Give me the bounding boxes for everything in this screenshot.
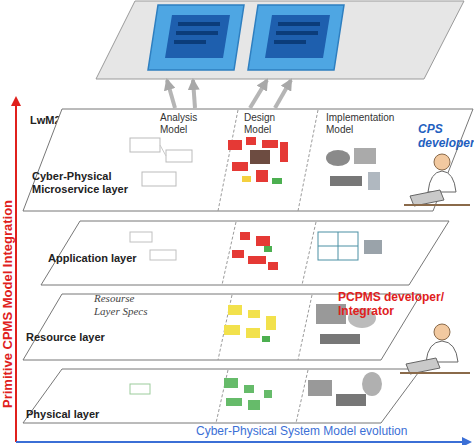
application-models (130, 232, 382, 270)
iot-screens (148, 5, 344, 70)
annotation-text: Implementation Model (326, 112, 406, 136)
integrator-figure (400, 324, 470, 374)
connector-arrow (250, 80, 267, 108)
plane-outline (22, 108, 474, 212)
plane-shape (41, 221, 449, 285)
connector-arrow (167, 80, 175, 108)
microservice-models (130, 137, 380, 190)
physical-models (130, 372, 382, 410)
axes (11, 96, 472, 445)
annotation-text: CPS developer (418, 122, 474, 150)
annotation-text: Resourse Layer Specs (94, 292, 152, 318)
layer-name: Application layer (48, 252, 158, 265)
layer-plane: Application layer (40, 220, 450, 286)
plane-shape (96, 1, 464, 79)
annotation-text: Analysis Model (160, 112, 212, 136)
layer-name: Cyber-Physical Microservice layer (32, 170, 140, 196)
annotation-text: PCPMS developer/ Integrator (338, 290, 472, 318)
plane-shape (23, 369, 421, 423)
cps-developer-figure (404, 154, 470, 206)
layer-name: Physical layer (26, 408, 126, 421)
layer-name: Resource layer (26, 331, 126, 344)
layer-plane: Cyber-Physical Microservice layer (22, 108, 474, 212)
axis-title: Primitive CPMS Model Integration (0, 168, 15, 440)
column-dividers (216, 110, 318, 423)
plane-shape (23, 109, 473, 211)
connector-arrow (275, 80, 291, 108)
axis-title: Cyber-Physical System Model evolution (196, 424, 474, 438)
annotation-text: Design Model (244, 112, 290, 136)
connector-arrow (193, 80, 195, 108)
